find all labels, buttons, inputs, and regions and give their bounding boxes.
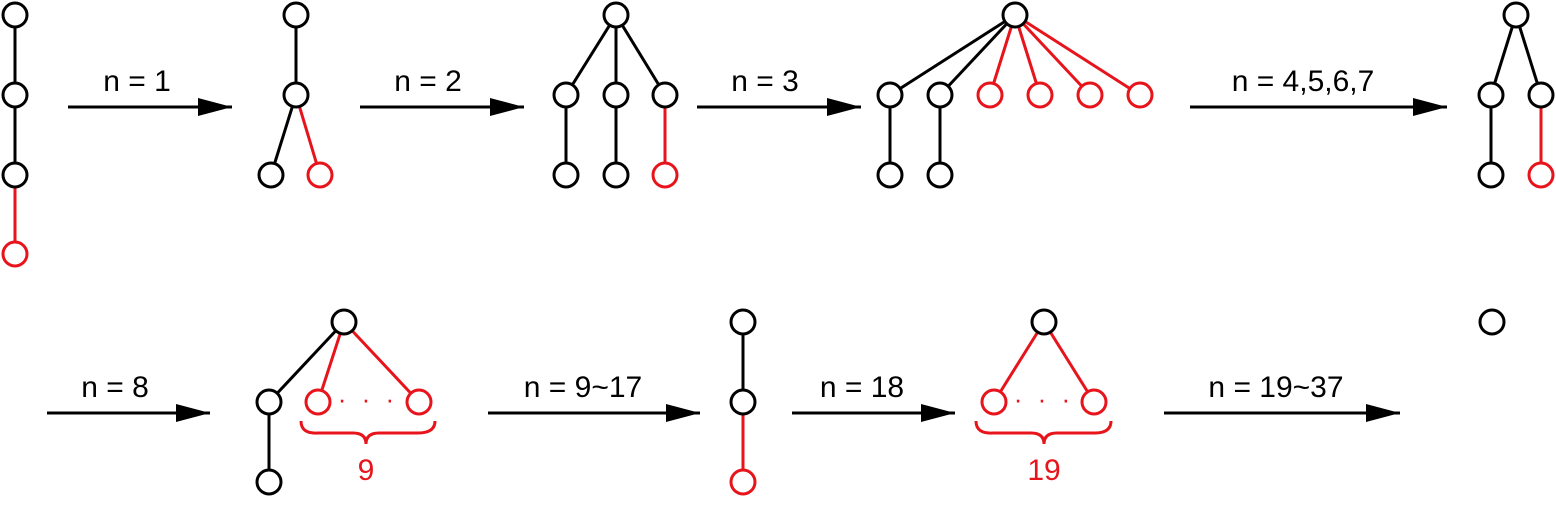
node [330, 308, 358, 336]
step-arrow-4: n = 4,5,6,7 [1190, 65, 1447, 116]
step-label: n = 3 [731, 65, 799, 98]
brace-icon [299, 420, 437, 445]
edge-red [1013, 13, 1092, 97]
node [602, 161, 630, 189]
step-arrow-3: n = 3 [697, 65, 861, 116]
step-label: n = 4,5,6,7 [1232, 65, 1375, 98]
node-red [306, 161, 334, 189]
edge [564, 14, 618, 96]
step-label: n = 2 [394, 65, 462, 98]
step-arrow-8: n = 19~37 [1164, 371, 1400, 422]
node [1030, 308, 1058, 336]
step-label: n = 8 [81, 371, 149, 404]
step-arrow-1: n = 1 [68, 65, 232, 116]
edge-red [294, 94, 322, 176]
tree-8: · · · 19 [974, 308, 1113, 487]
node [729, 308, 757, 336]
node [282, 81, 310, 109]
node [602, 81, 630, 109]
node [651, 81, 679, 109]
tree-9-single-node [1478, 308, 1506, 336]
tree-3 [552, 1, 679, 189]
node-red [1, 240, 29, 268]
step-label: n = 1 [103, 65, 171, 98]
edge-red [1042, 321, 1096, 403]
edge-red [1013, 14, 1042, 96]
node-red [1126, 81, 1154, 109]
count-label: 9 [358, 454, 375, 487]
node [1502, 1, 1530, 29]
node-red [729, 468, 757, 496]
node [1527, 81, 1555, 109]
node [255, 388, 283, 416]
edge-red [342, 320, 421, 404]
ellipsis: · · · [1014, 384, 1074, 414]
tree-1-path [1, 1, 29, 268]
edge [1514, 14, 1543, 96]
node [876, 81, 904, 109]
node [1477, 81, 1505, 109]
node [1, 81, 29, 109]
tree-6: · · · 9 [255, 308, 437, 496]
node-red [1080, 388, 1108, 416]
node-red [980, 388, 1008, 416]
step-arrow-7: n = 18 [792, 371, 955, 422]
edge [269, 94, 298, 176]
ellipsis: · · · [338, 384, 398, 414]
node [255, 468, 283, 496]
step-arrow-2: n = 2 [360, 65, 524, 116]
node [1477, 161, 1505, 189]
step-label: n = 19~37 [1208, 371, 1343, 404]
node [729, 388, 757, 416]
node-red [304, 388, 332, 416]
node [552, 161, 580, 189]
step-label: n = 18 [820, 371, 904, 404]
step-arrow-6: n = 9~17 [488, 371, 700, 422]
edge [267, 320, 346, 404]
tree-5 [1477, 1, 1555, 189]
brace-icon [974, 420, 1113, 445]
count-label: 19 [1027, 454, 1060, 487]
node-red [1527, 161, 1555, 189]
node-red [1026, 81, 1054, 109]
step-arrow-5: n = 8 [47, 371, 210, 422]
node-red [405, 388, 433, 416]
node [282, 1, 310, 29]
tree-7-path [729, 308, 757, 496]
edge-red [1014, 13, 1141, 97]
node [876, 161, 904, 189]
node-red [976, 81, 1004, 109]
node [1, 161, 29, 189]
node [552, 81, 580, 109]
edge [1489, 14, 1518, 96]
tree-4 [876, 1, 1154, 189]
node [926, 161, 954, 189]
edge-red [988, 14, 1017, 96]
edge [614, 14, 667, 96]
node [1478, 308, 1506, 336]
node [257, 161, 285, 189]
edge-red [316, 321, 346, 403]
step-label: n = 9~17 [524, 371, 642, 404]
node [1, 1, 29, 29]
edge [938, 13, 1017, 97]
node-red [1076, 81, 1104, 109]
edge [889, 13, 1016, 97]
tree-2 [257, 1, 334, 189]
node [1001, 1, 1029, 29]
node [926, 81, 954, 109]
node [602, 1, 630, 29]
edge-red [992, 321, 1046, 403]
node-red [651, 161, 679, 189]
